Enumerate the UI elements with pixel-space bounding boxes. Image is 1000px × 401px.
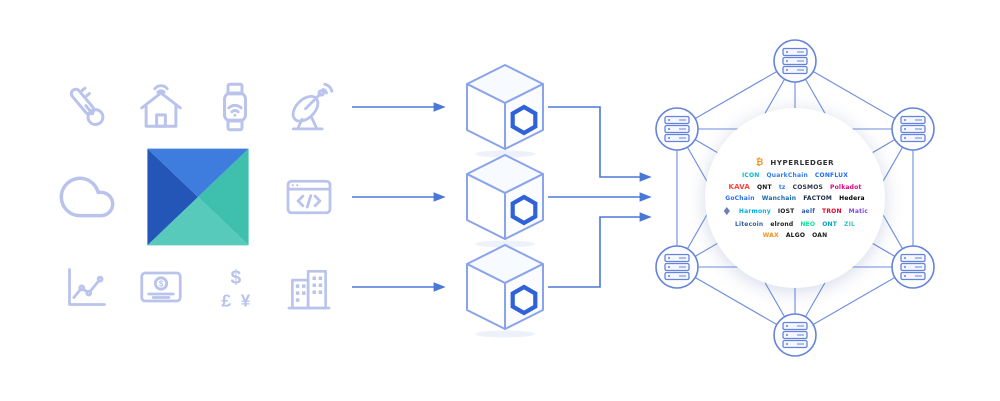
server-node-top-right bbox=[891, 107, 935, 151]
thermometer-icon bbox=[52, 64, 122, 150]
hub-logo-row: KAVA QNT tz COSMOS Polkadot bbox=[728, 183, 861, 191]
logo-cosmos: COSMOS bbox=[792, 183, 824, 191]
logo-iost: IOST bbox=[777, 208, 795, 215]
payment-icon: $ bbox=[126, 244, 196, 330]
logo-hyperledger: HYPERLEDGER bbox=[770, 158, 835, 167]
logo-litecoin: Litecoin bbox=[734, 221, 764, 228]
logo-tron: TRON bbox=[822, 208, 842, 215]
server-node-bottom-left bbox=[655, 245, 699, 289]
line-chart-icon bbox=[52, 244, 122, 330]
arrow-block3-to-network bbox=[548, 212, 652, 288]
logo-algorand: ALGO bbox=[785, 232, 806, 239]
logo-factom: FACTOM bbox=[803, 195, 833, 202]
currency-dollar-glyph: $ bbox=[231, 268, 242, 289]
hub-logo-row: GoChain Wanchain FACTOM Hedera bbox=[725, 195, 865, 202]
currency-yen-glyph: ¥ bbox=[241, 290, 251, 310]
cloud-icon bbox=[52, 154, 122, 240]
currency-pound-glyph: £ bbox=[221, 290, 231, 310]
code-window-icon bbox=[274, 154, 344, 240]
data-sources-grid: $ $ £ ¥ bbox=[52, 64, 344, 330]
building-icon bbox=[274, 244, 344, 330]
logo-neo: NEO bbox=[800, 221, 816, 228]
hexagon-link-icon bbox=[510, 284, 538, 316]
hub-logo-row: ♦ Harmony IOST aelf TRON Matic bbox=[722, 206, 868, 217]
logo-aelf: aelf bbox=[801, 208, 816, 215]
brand-prism-logo bbox=[126, 148, 270, 246]
logo-polkadot: Polkadot bbox=[830, 183, 862, 191]
smartwatch-icon bbox=[200, 64, 270, 150]
logo-oan: OAN bbox=[812, 232, 828, 239]
currency-icon: $ £ ¥ bbox=[200, 244, 270, 330]
server-node-top bbox=[773, 39, 817, 83]
hub-logo-row: Litecoin elrond NEO ONT ZIL bbox=[735, 221, 855, 228]
hub-logo-row: WAX ALGO OAN bbox=[763, 232, 828, 239]
hub-logo-row: ICON QuarkChain CONFLUX bbox=[742, 172, 848, 179]
logo-ethereum: ♦ bbox=[721, 205, 732, 218]
logo-quant: QNT bbox=[757, 183, 772, 191]
arrow-block1-to-network bbox=[548, 106, 652, 182]
hexagon-link-icon bbox=[510, 104, 538, 136]
server-node-bottom-right bbox=[891, 245, 935, 289]
payment-dollar-glyph: $ bbox=[159, 279, 164, 288]
logo-conflux: CONFLUX bbox=[814, 172, 849, 179]
logo-matic: Matic bbox=[848, 208, 869, 215]
block-cube-2 bbox=[466, 154, 544, 248]
logo-gochain: GoChain bbox=[725, 195, 755, 202]
server-node-top-left bbox=[655, 107, 699, 151]
logo-wax: WAX bbox=[762, 232, 779, 239]
logo-harmony: Harmony bbox=[738, 208, 771, 215]
logo-icon: ICON bbox=[741, 172, 760, 179]
logo-kava: KAVA bbox=[728, 183, 750, 191]
server-node-bottom bbox=[773, 313, 817, 357]
blockchain-hub: ₿ HYPERLEDGER ICON QuarkChain CONFLUX KA… bbox=[705, 108, 885, 288]
logo-hedera: Hedera bbox=[839, 195, 865, 202]
logo-quarkchain: QuarkChain bbox=[766, 172, 808, 179]
logo-ontology: ONT bbox=[822, 221, 838, 228]
hexagon-link-icon bbox=[510, 194, 538, 226]
smart-home-icon bbox=[126, 64, 196, 150]
block-cube-3 bbox=[466, 244, 544, 338]
logo-wanchain: Wanchain bbox=[761, 195, 797, 202]
logo-bitcoin: ₿ bbox=[755, 158, 764, 168]
logo-tezos: tz bbox=[778, 183, 786, 191]
logo-elrond: elrond bbox=[770, 221, 794, 228]
block-cube-1 bbox=[466, 64, 544, 158]
hub-logo-row: ₿ HYPERLEDGER bbox=[756, 157, 834, 168]
logo-zilliqa: ZIL bbox=[844, 221, 856, 228]
satellite-dish-icon bbox=[274, 64, 344, 150]
